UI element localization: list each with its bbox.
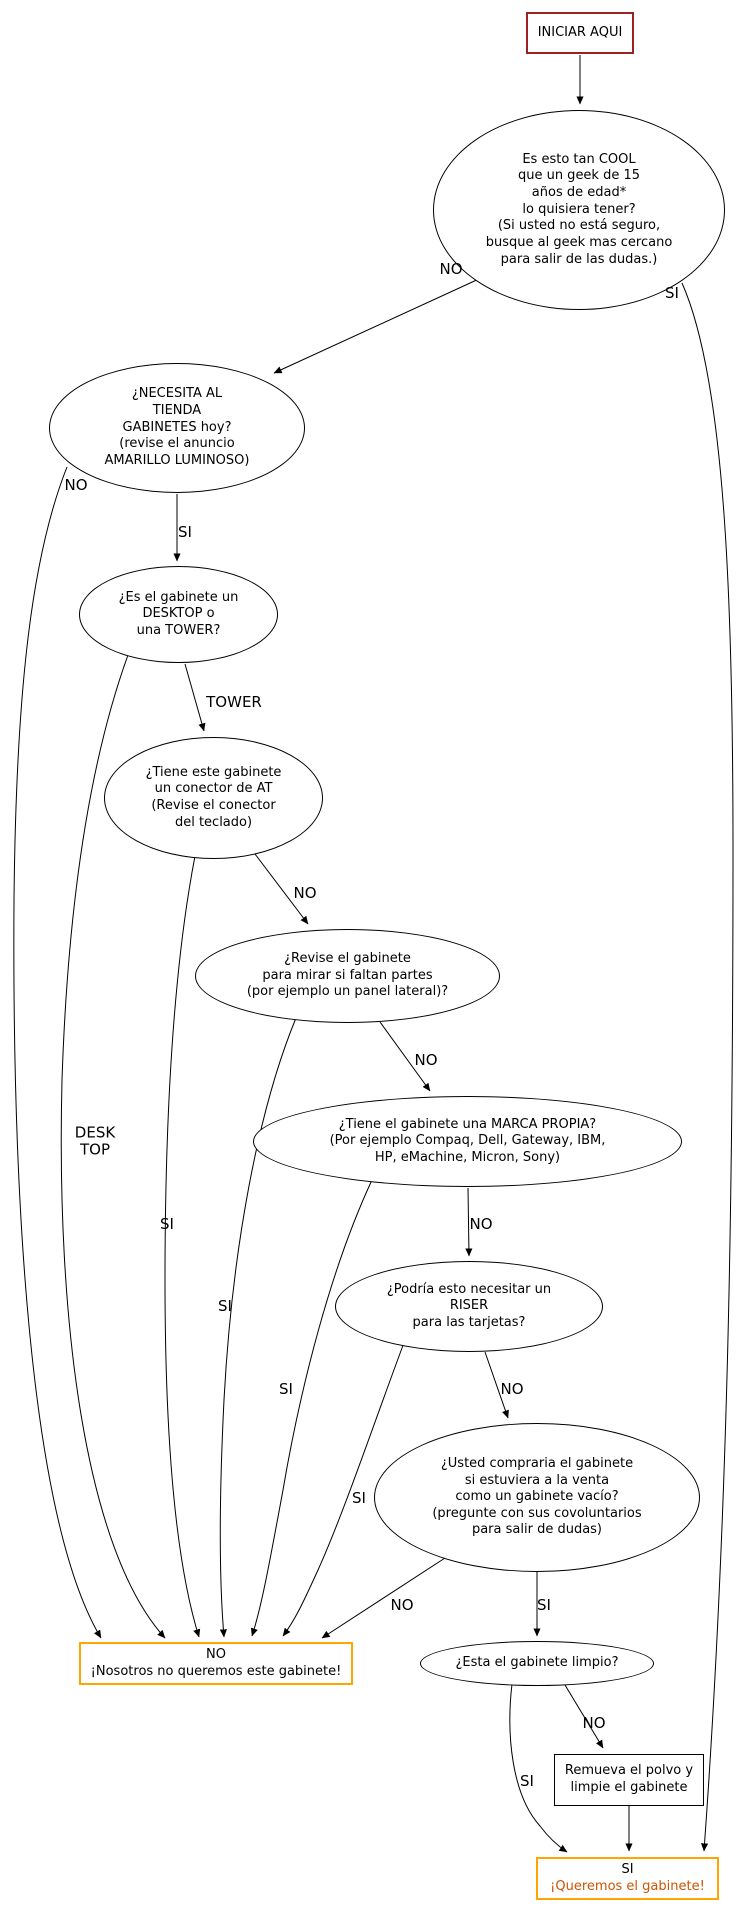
edge-label-tower: TOWER bbox=[206, 692, 262, 711]
edge-riser-compraria bbox=[484, 1351, 509, 1419]
edge-marca-no bbox=[250, 1179, 373, 1637]
node-cool-question: Es esto tan COOL que un geek de 15 años … bbox=[433, 110, 725, 310]
no-result-text: ¡Nosotros no queremos este gabinete! bbox=[90, 1663, 342, 1679]
node-remueva-polvo: Remueva el polvo y limpie el gabinete bbox=[554, 1754, 704, 1806]
edge-label-faltan-no: NO bbox=[414, 1050, 438, 1069]
edge-label-desktop: DESK TOP bbox=[74, 1123, 116, 1158]
edge-conector-faltan bbox=[254, 853, 309, 925]
edge-faltan-no bbox=[219, 1017, 297, 1638]
node-marca-propia-question: ¿Tiene el gabinete una MARCA PROPIA? (Po… bbox=[253, 1096, 682, 1187]
edge-label-conector-si: SI bbox=[160, 1214, 174, 1233]
edge-cool-si bbox=[681, 282, 734, 1852]
edge-label-tienda-si: SI bbox=[178, 522, 192, 541]
edge-label-riser-si: SI bbox=[352, 1488, 366, 1507]
node-iniciar-aqui: INICIAR AQUI bbox=[526, 12, 634, 54]
edge-limpio-remueva bbox=[564, 1684, 604, 1749]
edge-compraria-no bbox=[321, 1557, 446, 1639]
edge-desktop-conector bbox=[184, 663, 206, 732]
edge-conector-no bbox=[164, 855, 201, 1638]
node-compraria-question: ¿Usted compraria el gabinete si estuvier… bbox=[374, 1423, 700, 1572]
node-riser-question: ¿Podría esto necesitar un RISER para las… bbox=[335, 1261, 603, 1352]
edge-label-limpio-no: NO bbox=[582, 1713, 606, 1732]
edge-label-riser-no: NO bbox=[500, 1379, 524, 1398]
node-si-queremos-result: SI ¡Queremos el gabinete! bbox=[536, 1857, 719, 1900]
edge-label-compraria-no: NO bbox=[390, 1595, 414, 1614]
edge-label-marca-no: NO bbox=[469, 1214, 493, 1233]
si-result-title: SI bbox=[621, 1861, 634, 1877]
node-tienda-question: ¿NECESITA AL TIENDA GABINETES hoy? (revi… bbox=[49, 363, 305, 493]
node-conector-at-question: ¿Tiene este gabinete un conector de AT (… bbox=[104, 737, 323, 859]
edge-faltan-marca bbox=[379, 1021, 431, 1092]
edge-label-cool-no: NO bbox=[439, 259, 463, 278]
edge-label-limpio-si: SI bbox=[520, 1771, 534, 1790]
edge-label-cool-si: SI bbox=[665, 283, 679, 302]
si-result-text: ¡Queremos el gabinete! bbox=[550, 1878, 705, 1894]
edge-limpio-si bbox=[509, 1683, 568, 1853]
edge-riser-no bbox=[282, 1339, 406, 1637]
edge-cool-tienda bbox=[273, 277, 482, 374]
node-faltan-partes-question: ¿Revise el gabinete para mirar si faltan… bbox=[195, 929, 500, 1023]
edge-marca-riser bbox=[465, 1187, 473, 1257]
edge-desktop-no bbox=[60, 654, 166, 1639]
node-no-queremos-result: NO ¡Nosotros no queremos este gabinete! bbox=[79, 1642, 353, 1685]
edge-label-tienda-no: NO bbox=[64, 475, 88, 494]
node-limpio-question: ¿Esta el gabinete limpio? bbox=[420, 1641, 654, 1686]
edge-tienda-no bbox=[13, 466, 102, 1639]
node-desktop-tower-question: ¿Es el gabinete un DESKTOP o una TOWER? bbox=[79, 566, 278, 663]
edge-label-faltan-si: SI bbox=[218, 1296, 232, 1315]
edge-label-marca-si: SI bbox=[279, 1379, 293, 1398]
edge-label-conector-no: NO bbox=[293, 883, 317, 902]
edge-label-compraria-si: SI bbox=[537, 1595, 551, 1614]
no-result-title: NO bbox=[206, 1646, 226, 1662]
